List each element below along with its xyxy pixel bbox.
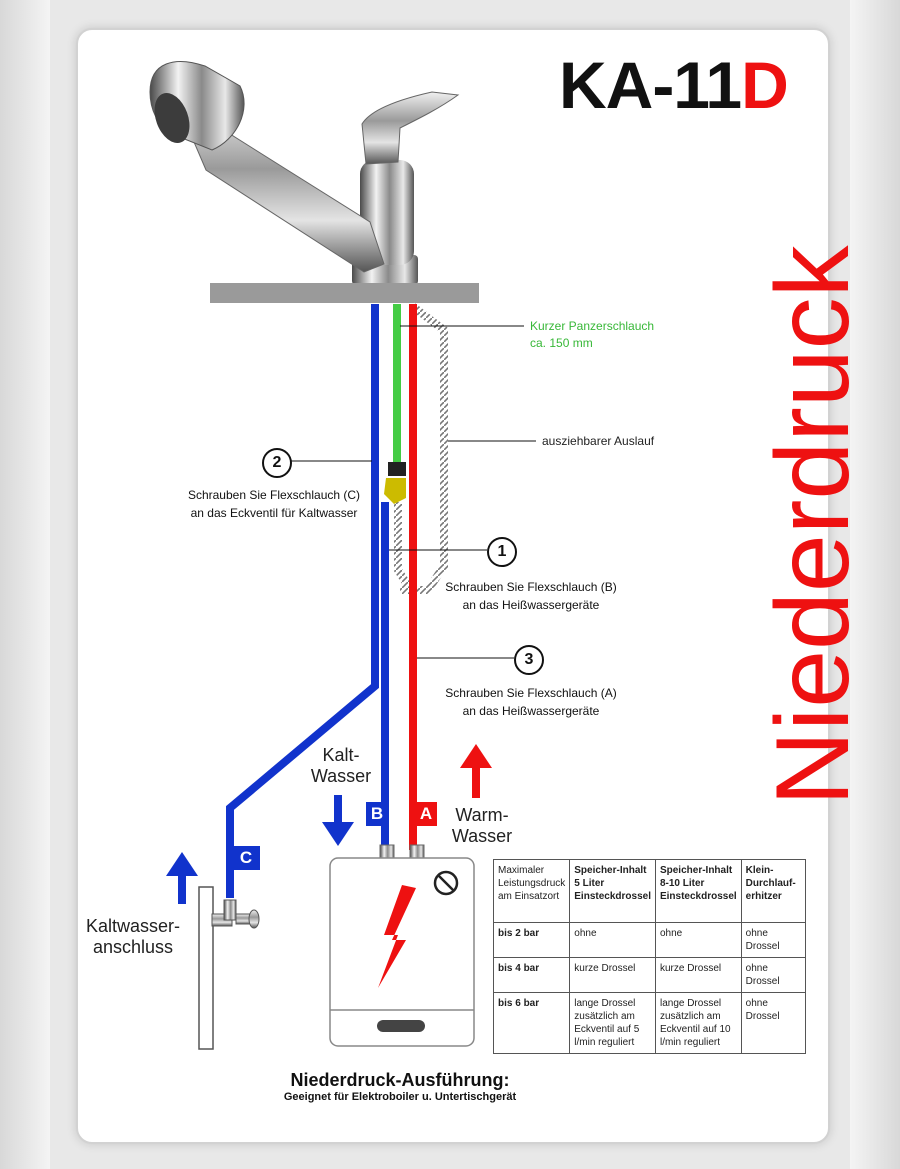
boiler <box>329 844 475 1047</box>
pullout-hose <box>400 302 448 594</box>
table-header: Klein-Durchlauf-erhitzer <box>740 859 807 923</box>
short-hose-label-line1: Kurzer Panzerschlauch <box>530 319 655 333</box>
pullout-label: ausziehbarer Auslauf <box>542 434 655 448</box>
short-hose-label: Kurzer Panzerschlauch ca. 150 mm <box>530 318 654 352</box>
step3-line1: Schrauben Sie Flexschlauch (A) <box>445 686 617 700</box>
table-cell: bis 4 bar <box>492 957 571 993</box>
marker-1: 1 <box>487 537 517 567</box>
countertop <box>210 283 479 303</box>
cold-connection-label: Kaltwasser- anschluss <box>74 916 192 958</box>
step1-line2: an das Heißwassergeräte <box>462 598 600 612</box>
table-header-row: Maximaler Leistungsdruck am Einsatzort S… <box>492 859 807 923</box>
table-row: bis 2 bar ohne ohne ohne Drossel <box>492 922 807 958</box>
pullout-hose-lower <box>394 502 416 595</box>
step3-line2: an das Heißwassergeräte <box>462 704 600 718</box>
lightning-icon <box>378 885 416 988</box>
no-symbol-icon <box>433 870 459 896</box>
table-cell: bis 6 bar <box>492 992 571 1054</box>
adapter <box>384 478 406 504</box>
step2-line2: an das Eckventil für Kaltwasser <box>190 506 358 520</box>
footer-title: Niederdruck-Ausführung: <box>290 1070 510 1090</box>
warm-water-line1: Warm- <box>455 805 509 825</box>
coupling <box>388 462 406 476</box>
table-row: bis 4 bar kurze Drossel kurze Drossel oh… <box>492 957 807 993</box>
badge-a: A <box>415 802 437 826</box>
step3-note: Schrauben Sie Flexschlauch (A) an das He… <box>426 684 636 720</box>
pressure-table: Maximaler Leistungsdruck am Einsatzort S… <box>492 859 807 1054</box>
short-hose-label-line2: ca. 150 mm <box>530 336 593 350</box>
table-header: Speicher-Inhalt 8-10 Liter Einsteckdross… <box>654 859 742 923</box>
angle-valve-icon <box>211 899 260 929</box>
arrow-up-icon <box>460 744 492 798</box>
cold-water-label: Kalt- Wasser <box>296 745 386 787</box>
step1-note: Schrauben Sie Flexschlauch (B) an das He… <box>426 578 636 614</box>
cold-water-line1: Kalt- <box>322 745 360 765</box>
footer-subtitle: Geeignet für Elektroboiler u. Untertisch… <box>283 1091 517 1103</box>
warm-water-line2: Wasser <box>451 826 513 846</box>
arrow-up-icon <box>166 852 198 904</box>
table-cell: lange Drossel zusätzlich am Eckventil au… <box>654 992 742 1054</box>
step2-line1: Schrauben Sie Flexschlauch (C) <box>187 488 361 502</box>
cold-hose-c <box>226 304 379 898</box>
right-shade <box>850 0 900 1169</box>
table-cell: ohne Drossel <box>740 922 807 958</box>
step2-note: Schrauben Sie Flexschlauch (C) an das Ec… <box>160 486 388 522</box>
table-cell: kurze Drossel <box>654 957 742 993</box>
warm-water-label: Warm- Wasser <box>440 805 524 847</box>
vertical-title: Niederdruck <box>755 245 871 806</box>
left-shade <box>0 0 50 1169</box>
badge-c: C <box>232 846 260 870</box>
table-cell: ohne <box>569 922 656 958</box>
table-cell: lange Drossel zusätzlich am Eckventil au… <box>569 992 656 1054</box>
marker-3: 3 <box>514 645 544 675</box>
wall <box>198 886 214 1050</box>
cold-connection-line1: Kaltwasser- <box>85 916 181 936</box>
cold-water-line2: Wasser <box>310 766 372 786</box>
table-cell: ohne <box>654 922 742 958</box>
table-header: Speicher-Inhalt 5 Liter Einsteckdrossel <box>569 859 656 923</box>
step1-line1: Schrauben Sie Flexschlauch (B) <box>445 580 617 594</box>
table-row: bis 6 bar lange Drossel zusätzlich am Ec… <box>492 992 807 1054</box>
arrow-down-icon <box>322 795 354 846</box>
table-cell: ohne Drossel <box>740 957 807 993</box>
badge-b: B <box>366 802 388 826</box>
marker-2: 2 <box>262 448 292 478</box>
cold-connection-line2: anschluss <box>92 937 174 957</box>
table-cell: kurze Drossel <box>569 957 656 993</box>
table-header: Maximaler Leistungsdruck am Einsatzort <box>492 859 571 923</box>
table-cell: bis 2 bar <box>492 922 571 958</box>
model-title: KA-11D <box>559 52 789 118</box>
table-cell: ohne Drossel <box>740 992 807 1054</box>
model-prefix: KA-11 <box>559 48 742 122</box>
faucet-icon <box>149 61 460 285</box>
footer: Niederdruck-Ausführung: Geeignet für Ele… <box>250 1070 550 1103</box>
model-suffix: D <box>741 48 789 122</box>
